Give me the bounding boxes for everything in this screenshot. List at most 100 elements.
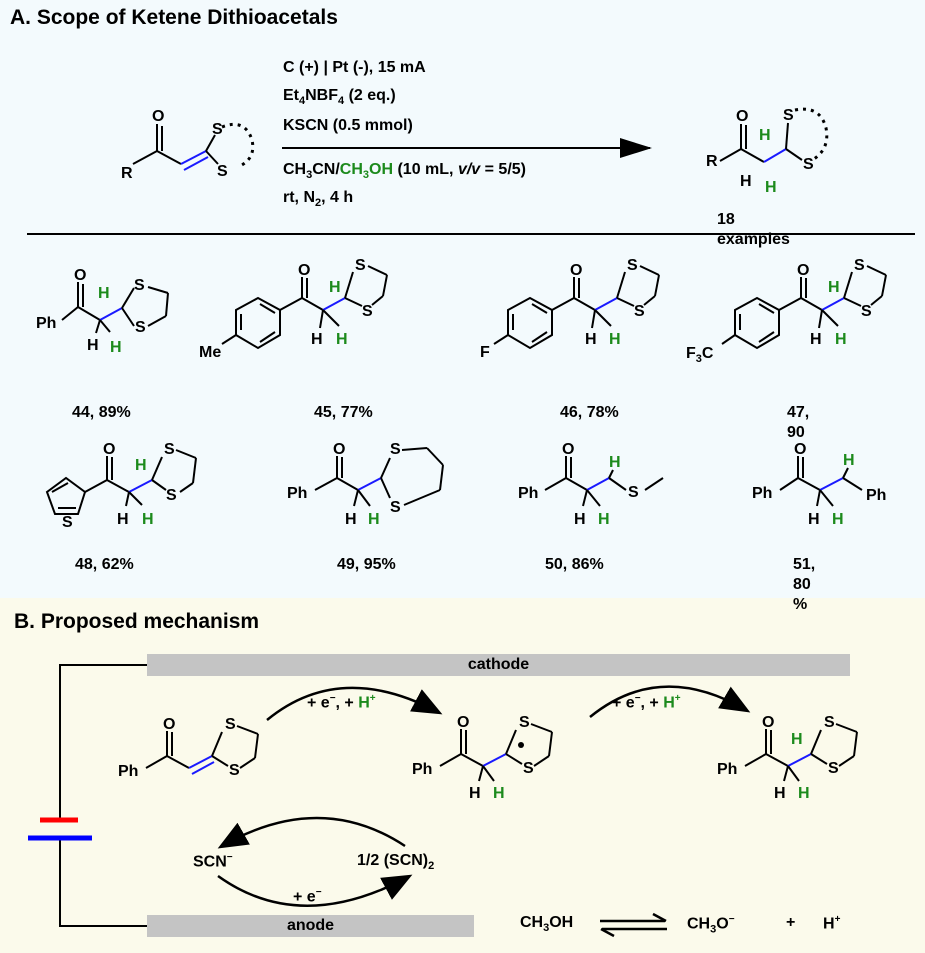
- arrow-anode-bottom: [217, 874, 413, 907]
- yield-47-a: 47,: [787, 404, 810, 421]
- p44-Ph: Ph: [36, 315, 56, 332]
- p50-O: O: [562, 441, 574, 458]
- p49-H2: H: [345, 511, 357, 528]
- methoxide: CH3O−: [687, 914, 735, 936]
- p51-H3: H: [832, 511, 844, 528]
- mr-Ph: Ph: [412, 761, 432, 778]
- ms-S1: S: [225, 716, 236, 733]
- condition-solvent: CH3CN/CH3OH (10 mL, v/v = 5/5): [283, 161, 526, 182]
- mp-S2: S: [828, 760, 839, 777]
- condition-electrolyte: Et4NBF4 (2 eq.): [283, 87, 396, 108]
- step1-label: + e−, + H+: [307, 693, 376, 712]
- step2-label: + e−, + H+: [612, 693, 681, 712]
- sm-S1: S: [212, 121, 223, 138]
- gp-S1: S: [783, 107, 794, 124]
- mp-O: O: [762, 714, 774, 731]
- p45-H1: H: [329, 279, 341, 296]
- wire-top: [59, 664, 147, 820]
- gp-H2: H: [740, 173, 752, 190]
- panel-a: [0, 0, 925, 598]
- p47-H2: H: [810, 331, 822, 348]
- p50-H2: H: [574, 511, 586, 528]
- thiocyanate: SCN−: [193, 852, 233, 871]
- product-48: [45, 449, 197, 515]
- gp-H3: H: [765, 179, 777, 196]
- plus-sign: +: [786, 914, 796, 931]
- p49-S2: S: [390, 499, 401, 516]
- p50-H1: H: [609, 454, 621, 471]
- mr-S2: S: [523, 760, 534, 777]
- condition-kscn: KSCN (0.5 mmol): [283, 117, 413, 134]
- product-47: [721, 265, 887, 350]
- p48-S-thio: S: [62, 514, 73, 531]
- yield-45: 45, 77%: [314, 404, 373, 421]
- examples-count: 18: [717, 211, 735, 228]
- mp-H3: H: [798, 785, 810, 802]
- p50-Ph: Ph: [518, 485, 538, 502]
- p48-H1: H: [135, 457, 147, 474]
- p46-O: O: [570, 262, 582, 279]
- p51-O: O: [794, 441, 806, 458]
- anode-label: anode: [286, 917, 335, 934]
- p45-S2: S: [362, 303, 373, 320]
- ms-S2: S: [229, 762, 240, 779]
- sm-O: O: [152, 108, 164, 125]
- yield-46: 46, 78%: [560, 404, 619, 421]
- yield-51-b: 80: [793, 576, 811, 593]
- p45-H2: H: [311, 331, 323, 348]
- condition-temp: rt, N2, 4 h: [283, 189, 354, 210]
- p44-H2: H: [87, 337, 99, 354]
- gp-H1: H: [759, 127, 771, 144]
- product-46: [493, 265, 660, 350]
- p48-O: O: [103, 441, 115, 458]
- p51-H1: H: [843, 452, 855, 469]
- p46-H3: H: [609, 331, 621, 348]
- p44-S2: S: [135, 319, 146, 336]
- p46-F: F: [480, 344, 490, 361]
- p44-S1: S: [134, 277, 145, 294]
- mr-H2: H: [493, 785, 505, 802]
- p44-H1: H: [98, 285, 110, 302]
- product-50: [544, 456, 664, 507]
- yield-48: 48, 62%: [75, 556, 134, 573]
- mp-H1: H: [791, 731, 803, 748]
- cathode-bar: [147, 654, 850, 676]
- p51-Ph2: Ph: [866, 487, 886, 504]
- ms-O: O: [163, 716, 175, 733]
- sm-S2: S: [217, 163, 228, 180]
- panel-b-title: B. Proposed mechanism: [14, 610, 260, 633]
- cathode-label: cathode: [467, 656, 530, 673]
- methanol: CH3OH: [520, 914, 574, 935]
- proton: H+: [823, 914, 841, 933]
- p47-O: O: [797, 262, 809, 279]
- p47-H3: H: [835, 331, 847, 348]
- condition-current: C (+) | Pt (-), 15 mA: [283, 59, 426, 76]
- wire-bottom: [59, 838, 147, 927]
- mp-Ph: Ph: [717, 761, 737, 778]
- product-51: [779, 456, 863, 507]
- p45-H3: H: [336, 331, 348, 348]
- p48-S2: S: [166, 487, 177, 504]
- p48-S1: S: [164, 441, 175, 458]
- mp-H2: H: [774, 785, 786, 802]
- p46-S1: S: [627, 257, 638, 274]
- p46-S2: S: [634, 303, 645, 320]
- yield-50: 50, 86%: [545, 556, 604, 573]
- p49-O: O: [333, 441, 345, 458]
- mech-radical: [439, 723, 553, 782]
- arrow-step2: [589, 685, 751, 718]
- product-45: [221, 265, 388, 350]
- p47-S1: S: [854, 257, 865, 274]
- mech-product: [744, 723, 858, 782]
- p45-S1: S: [355, 257, 366, 274]
- p45-Me: Me: [199, 344, 221, 361]
- p48-H3: H: [142, 511, 154, 528]
- product-44: [61, 282, 169, 334]
- ms-Ph: Ph: [118, 763, 138, 780]
- mr-O: O: [457, 714, 469, 731]
- yield-44: 44, 89%: [72, 404, 131, 421]
- mp-S1: S: [824, 714, 835, 731]
- yield-47-b: 90: [787, 424, 805, 441]
